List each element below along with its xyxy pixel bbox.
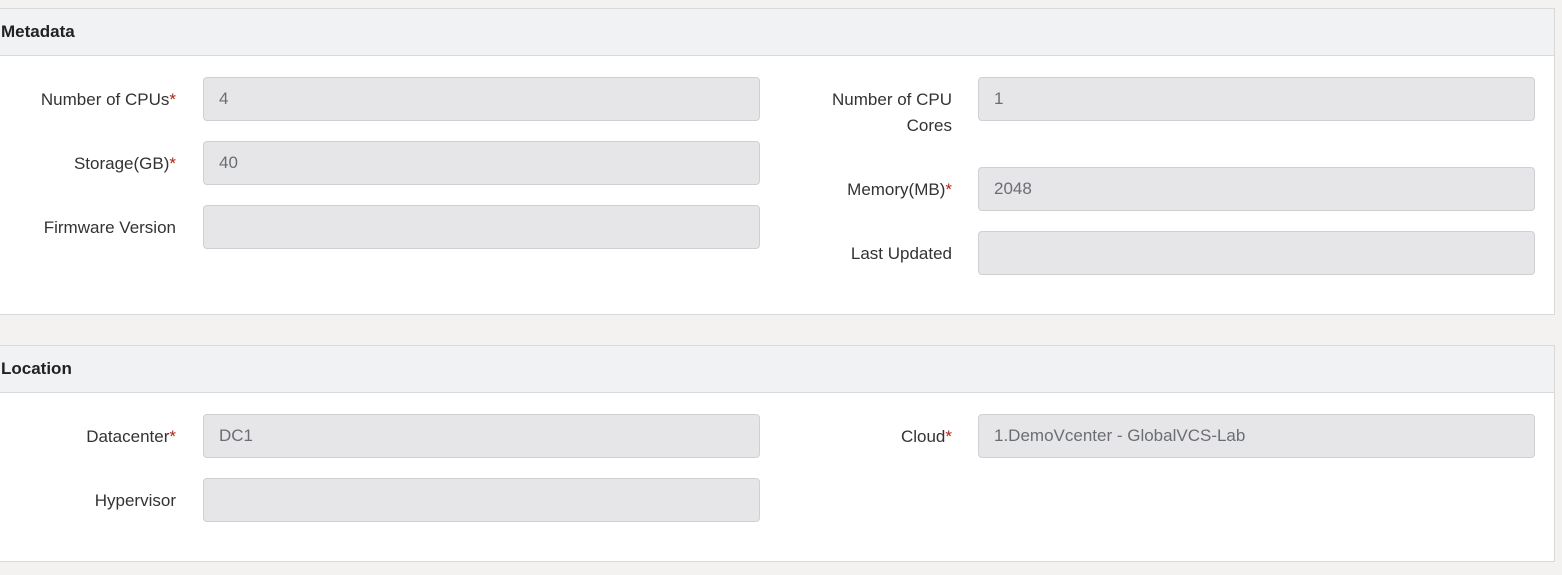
datacenter-label: Datacenter* <box>86 424 176 450</box>
cloud-label: Cloud* <box>901 424 952 450</box>
memory-label: Memory(MB)* <box>847 177 952 203</box>
cpu-cores-field[interactable]: 1 <box>978 77 1535 121</box>
storage-label-text: Storage(GB) <box>73 154 170 173</box>
cpus-label: Number of CPUs* <box>41 87 176 113</box>
memory-label-text: Memory(MB) <box>847 180 946 199</box>
cpu-cores-label-line2: Cores <box>906 116 952 135</box>
storage-label: Storage(GB)* <box>74 151 176 177</box>
cpu-cores-label-line1: Number of CPU <box>832 90 952 109</box>
last-updated-field[interactable] <box>978 231 1535 275</box>
required-asterisk: * <box>169 90 176 109</box>
cloud-label-text: Cloud <box>900 427 946 446</box>
cloud-field[interactable]: 1.DemoVcenter - GlobalVCS-Lab <box>978 414 1535 458</box>
location-panel: Location Datacenter* DC1 Hypervisor Clou… <box>0 345 1555 562</box>
hypervisor-label: Hypervisor <box>94 491 176 510</box>
firmware-field[interactable] <box>203 205 760 249</box>
required-asterisk: * <box>945 427 952 446</box>
required-asterisk: * <box>945 180 952 199</box>
required-asterisk: * <box>169 427 176 446</box>
location-panel-title: Location <box>0 346 1554 393</box>
last-updated-label: Last Updated <box>850 244 952 263</box>
cpus-label-text: Number of CPUs <box>40 90 170 109</box>
metadata-panel-title: Metadata <box>0 9 1554 56</box>
memory-field[interactable]: 2048 <box>978 167 1535 211</box>
storage-field[interactable]: 40 <box>203 141 760 185</box>
firmware-label: Firmware Version <box>43 218 176 237</box>
cpu-cores-label: Number of CPU Cores <box>832 87 952 139</box>
hypervisor-field[interactable] <box>203 478 760 522</box>
datacenter-field[interactable]: DC1 <box>203 414 760 458</box>
datacenter-label-text: Datacenter <box>86 427 170 446</box>
cpus-field[interactable]: 4 <box>203 77 760 121</box>
required-asterisk: * <box>169 154 176 173</box>
metadata-panel: Metadata Number of CPUs* 4 Storage(GB)* … <box>0 8 1555 315</box>
